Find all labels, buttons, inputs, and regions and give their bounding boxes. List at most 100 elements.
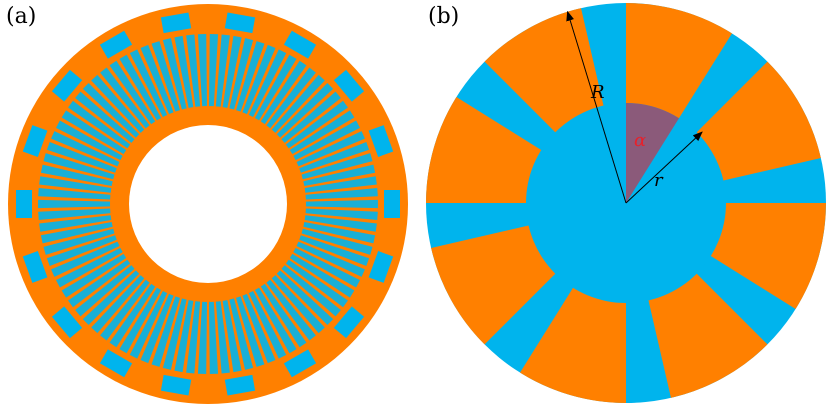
- panel-b-disk: R r α: [426, 3, 826, 403]
- panel-a-ring: [8, 4, 408, 404]
- spoke: [297, 234, 370, 267]
- slot-rect: [16, 190, 32, 218]
- spoke: [297, 141, 370, 174]
- slot-rect: [51, 69, 83, 102]
- panel-b-label: (b): [428, 4, 460, 29]
- spoke: [291, 246, 361, 288]
- slot-rect: [283, 30, 317, 59]
- spoke: [38, 188, 113, 200]
- spoke: [51, 240, 122, 277]
- spoke: [39, 176, 114, 193]
- spoke: [241, 292, 276, 364]
- spoke: [140, 292, 175, 364]
- slot-rect: [160, 12, 192, 34]
- outer-radius-label: R: [590, 82, 605, 103]
- spoke: [301, 164, 376, 187]
- spoke: [162, 296, 188, 370]
- spoke: [222, 35, 242, 110]
- spoke: [303, 199, 378, 209]
- spoke: [270, 273, 325, 334]
- spoke: [259, 60, 307, 126]
- spoke: [284, 100, 348, 150]
- slot-rect: [333, 69, 365, 102]
- slot-item: [333, 69, 365, 102]
- slot-rect: [283, 349, 317, 378]
- spoke: [186, 299, 201, 374]
- spoke: [43, 228, 117, 255]
- spoke: [228, 38, 254, 112]
- slot-item: [224, 374, 256, 396]
- spoke: [61, 110, 128, 156]
- slot-item: [51, 306, 83, 339]
- slot-item: [22, 125, 48, 157]
- spoke: [61, 252, 128, 298]
- slot-rect: [99, 30, 133, 59]
- spoke: [280, 263, 341, 317]
- slot-item: [99, 349, 133, 378]
- spoke: [259, 282, 307, 348]
- spoke: [68, 100, 132, 150]
- spoke: [288, 252, 355, 298]
- spoke: [299, 153, 373, 180]
- slot-rect: [22, 251, 48, 283]
- spoke: [51, 131, 122, 168]
- spoke: [174, 35, 194, 110]
- spoke: [275, 82, 334, 140]
- inner-radius-arrow: [625, 131, 703, 204]
- slot-rect: [384, 190, 400, 218]
- spoke: [209, 34, 219, 109]
- slot-rect: [224, 12, 256, 34]
- slot-item: [160, 374, 192, 396]
- spoke: [215, 34, 230, 109]
- angle-wedge: [626, 103, 679, 203]
- spoke: [241, 44, 276, 116]
- spoke: [151, 294, 181, 367]
- slot-item: [368, 125, 394, 157]
- spoke: [294, 131, 365, 168]
- spoke: [197, 34, 207, 109]
- slot-item: [283, 30, 317, 59]
- slot-item: [283, 349, 317, 378]
- angle-label: α: [634, 130, 646, 151]
- spoke: [43, 153, 117, 180]
- spoke: [55, 120, 125, 162]
- spoke: [186, 34, 201, 109]
- spoke: [129, 49, 169, 119]
- spoke: [38, 199, 113, 209]
- spoke: [303, 208, 378, 220]
- slot-rect: [160, 374, 192, 396]
- spoke: [46, 234, 119, 267]
- spoke: [197, 299, 207, 374]
- spoke: [294, 240, 365, 277]
- spoke: [209, 299, 219, 374]
- spoke: [247, 289, 287, 359]
- spoke: [215, 299, 230, 374]
- spoke: [265, 67, 316, 130]
- spoke: [75, 263, 136, 317]
- slot-rect: [333, 306, 365, 339]
- spoke: [303, 188, 378, 200]
- inner-radius-label: r: [654, 170, 664, 191]
- spoke: [100, 67, 151, 130]
- spoke: [275, 268, 334, 326]
- spoke: [46, 141, 119, 174]
- slot-rect: [22, 125, 48, 157]
- spoke: [253, 54, 297, 123]
- slot-item: [224, 12, 256, 34]
- spoke: [82, 82, 141, 140]
- spoke: [75, 91, 136, 145]
- slot-rect: [368, 125, 394, 157]
- spoke: [119, 54, 163, 123]
- center-hole: [129, 125, 287, 283]
- spoke: [288, 110, 355, 156]
- spoke: [174, 298, 194, 373]
- spoke: [119, 285, 163, 354]
- spoke: [265, 278, 316, 341]
- slot-item: [99, 30, 133, 59]
- spoke: [253, 285, 297, 354]
- slot-rect: [99, 349, 133, 378]
- spoke: [247, 49, 287, 119]
- spoke: [40, 221, 115, 244]
- spoke: [302, 215, 377, 232]
